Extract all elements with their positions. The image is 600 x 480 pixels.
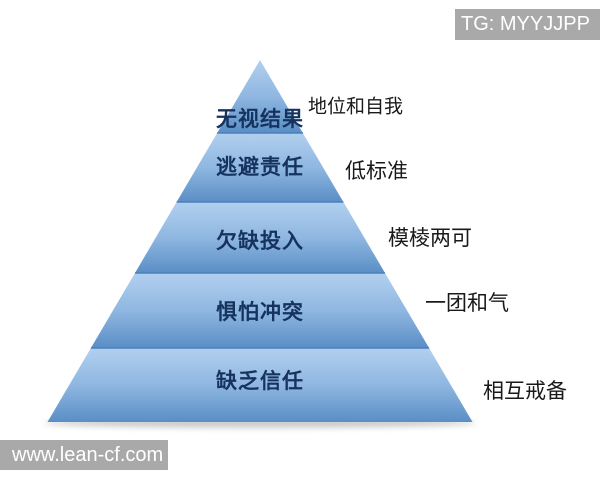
- pyramid-level-3-label: 欠缺投入: [216, 229, 304, 253]
- telegram-watermark: TG: MYYJJPP: [455, 9, 600, 40]
- pyramid-level-3-annotation: 模棱两可: [388, 226, 472, 250]
- telegram-watermark-text: TG: MYYJJPP: [461, 13, 590, 35]
- pyramid-level-5-label: 缺乏信任: [216, 369, 304, 393]
- pyramid-tier-2-shape: [176, 133, 344, 202]
- website-watermark-text: www.lean-cf.com: [12, 443, 164, 466]
- pyramid-tier-3-shape: [135, 202, 385, 273]
- pyramid-level-5-annotation: 相互戒备: [483, 379, 567, 403]
- pyramid-level-4-annotation: 一团和气: [425, 291, 509, 315]
- pyramid-tier-4-shape: [90, 273, 430, 348]
- pyramid-level-2-annotation: 低标准: [345, 159, 408, 183]
- pyramid-level-2-label: 逃避责任: [216, 155, 304, 179]
- pyramid-tier-5-shape: [47, 348, 473, 422]
- pyramid-level-1-annotation: 地位和自我: [308, 96, 404, 118]
- pyramid-level-1-label: 无视结果: [216, 107, 304, 131]
- website-watermark: www.lean-cf.com: [0, 440, 168, 470]
- pyramid-tier-1-shape: [217, 60, 303, 133]
- pyramid-level-4-label: 惧怕冲突: [216, 300, 304, 324]
